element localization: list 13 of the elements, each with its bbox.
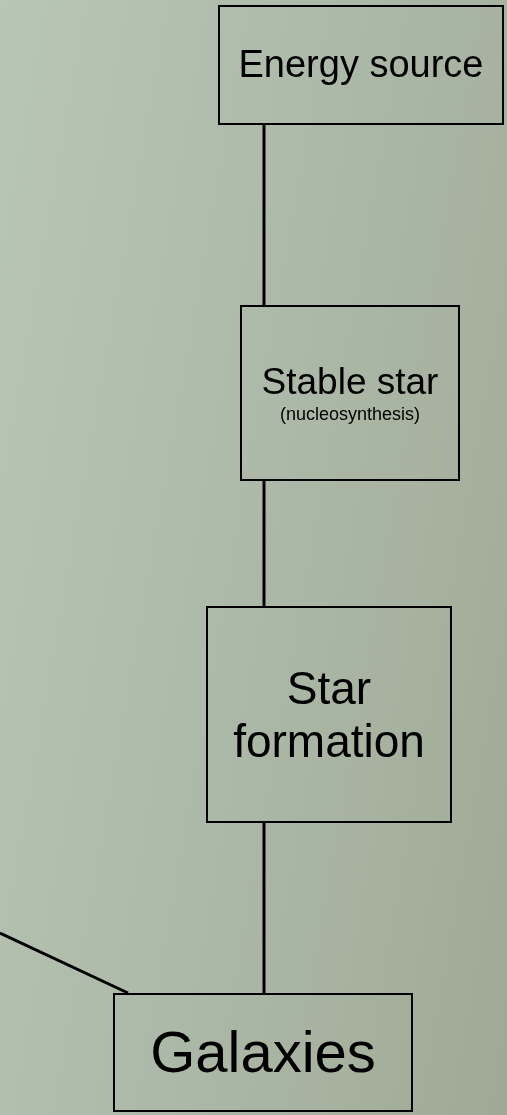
connector-line (262, 823, 266, 993)
process-box (113, 993, 413, 1112)
connector-line (0, 931, 129, 995)
connector-line (262, 481, 266, 606)
box-title: Galaxies (150, 1019, 376, 1086)
process-box (218, 5, 504, 125)
connector-line (262, 125, 266, 305)
box-title: Star formation (232, 661, 426, 768)
box-title: Energy source (238, 43, 484, 87)
box-subtitle: (nucleosynthesis) (279, 403, 421, 425)
box-title: Stable star (261, 361, 439, 404)
process-box (206, 606, 452, 823)
process-box (240, 305, 460, 481)
